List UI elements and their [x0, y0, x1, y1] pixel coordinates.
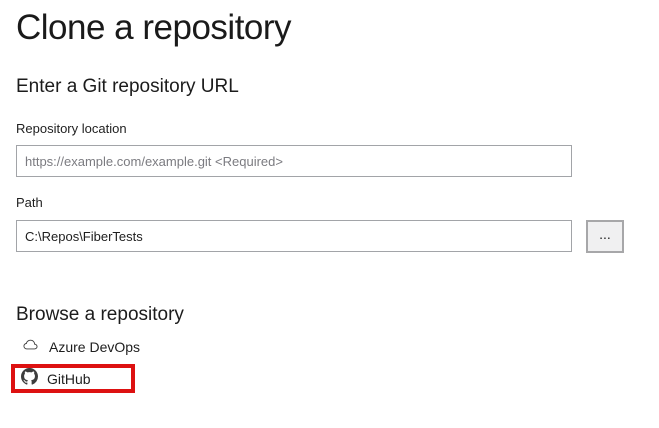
highlight-annotation-rectangle: [11, 364, 135, 393]
github-icon: [21, 368, 38, 390]
provider-item-azure-devops[interactable]: Azure DevOps: [21, 339, 140, 355]
provider-label-azure-devops: Azure DevOps: [49, 339, 141, 355]
browse-path-button[interactable]: ...: [586, 220, 624, 253]
cloud-icon: [21, 338, 40, 357]
repository-location-input[interactable]: [16, 145, 572, 177]
provider-item-github[interactable]: GitHub: [21, 368, 91, 390]
path-input[interactable]: [16, 220, 572, 252]
provider-label-github: GitHub: [47, 371, 91, 387]
browse-section-heading: Browse a repository: [16, 304, 184, 325]
page-title: Clone a repository: [16, 8, 292, 47]
repository-location-label: Repository location: [16, 121, 127, 136]
path-label: Path: [16, 195, 43, 210]
url-section-heading: Enter a Git repository URL: [16, 76, 239, 97]
